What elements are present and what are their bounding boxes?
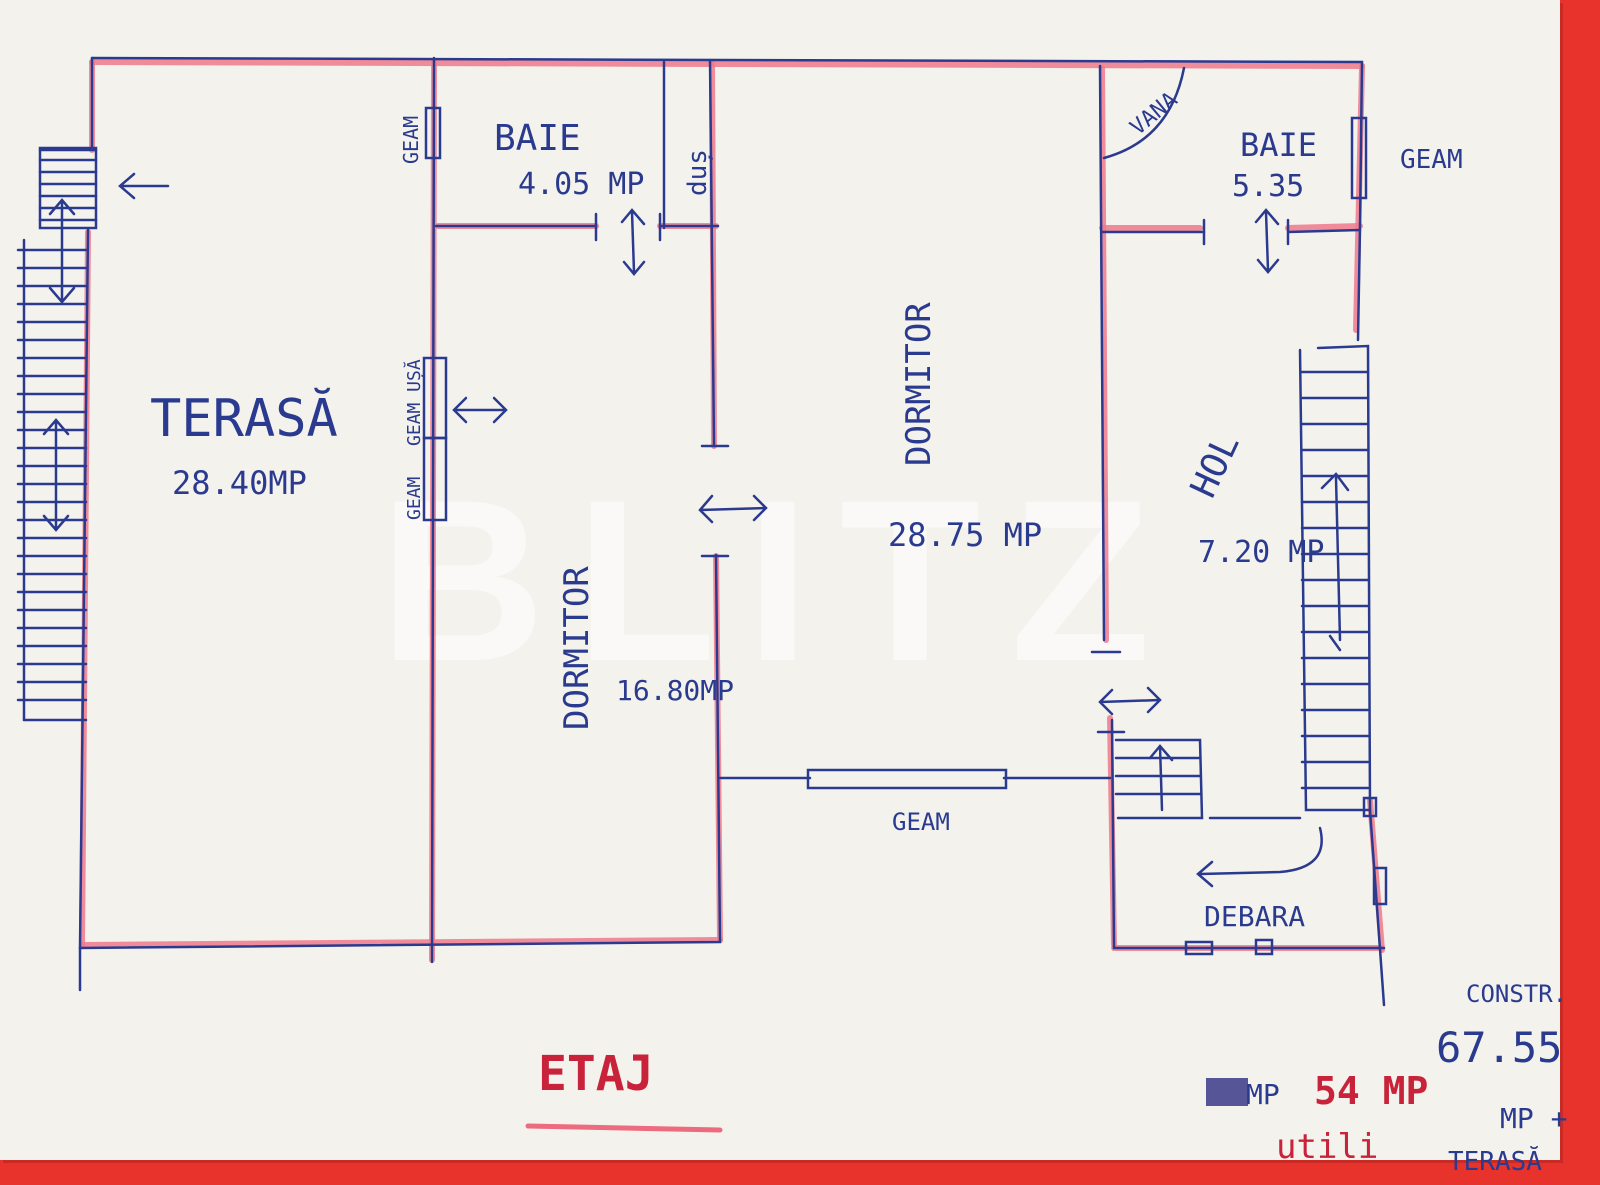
room-name-dus: duș (683, 149, 713, 196)
util-prefix: MP (1246, 1078, 1280, 1111)
constr-terasa: TERASĂ (1448, 1145, 1542, 1177)
label-geam-terasa: GEAM (404, 476, 425, 520)
label-geam-bottom: GEAM (892, 808, 950, 836)
window-bottom (806, 768, 1008, 790)
label-geam-baie1: GEAM (399, 116, 423, 164)
constr-label: CONSTR. (1466, 980, 1567, 1008)
label-geam-usa: GEAM UȘĂ (403, 359, 425, 446)
constr-suffix: MP + (1500, 1102, 1567, 1135)
room-name-dormitor2: DORMITOR (899, 302, 939, 466)
room-name-baie2: BAIE (1240, 126, 1317, 164)
constr-value: 67.55 (1436, 1023, 1562, 1072)
util-value: 54 MP (1314, 1069, 1428, 1113)
room-area-hol: 7.20 MP (1198, 535, 1324, 570)
window-baie1 (424, 106, 442, 160)
totals: MP 54 MP utili CONSTR. 67.55 MP + TERASĂ (1206, 980, 1567, 1177)
util-word: utili (1276, 1127, 1378, 1167)
room-name-dormitor1: DORMITOR (557, 566, 597, 730)
staircase (1114, 344, 1372, 888)
room-name-terasa: TERASĂ (150, 388, 338, 449)
room-area-dormitor2: 28.75 MP (888, 516, 1042, 554)
window-baie2 (1350, 116, 1368, 200)
room-area-baie1: 4.05 MP (518, 167, 644, 202)
window-labels: GEAM GEAM UȘĂ GEAM GEAM GEAM (399, 116, 1463, 836)
room-name-debara: DEBARA (1204, 900, 1305, 933)
watermark-text: BLITZ (379, 452, 1180, 709)
room-name-hol: HOL (1183, 428, 1248, 504)
windows (422, 106, 1388, 956)
room-labels: TERASĂ 28.40MP BAIE 4.05 MP duș DORMITOR… (150, 87, 1324, 933)
room-name-vana: VANA (1126, 87, 1183, 140)
room-area-terasa: 28.40MP (172, 464, 307, 502)
floor-title: ETAJ (525, 1046, 723, 1133)
terrace-railing (16, 146, 170, 722)
room-name-baie1: BAIE (494, 118, 581, 159)
window-terrace (422, 436, 448, 522)
door-arrows (452, 208, 1280, 716)
room-area-baie2: 5.35 (1232, 169, 1304, 204)
room-area-dormitor1: 16.80MP (616, 674, 734, 707)
paper-sheet (0, 0, 1560, 1160)
walls (78, 56, 1386, 1007)
label-geam-right: GEAM (1400, 145, 1463, 175)
floor-label: ETAJ (538, 1046, 654, 1102)
